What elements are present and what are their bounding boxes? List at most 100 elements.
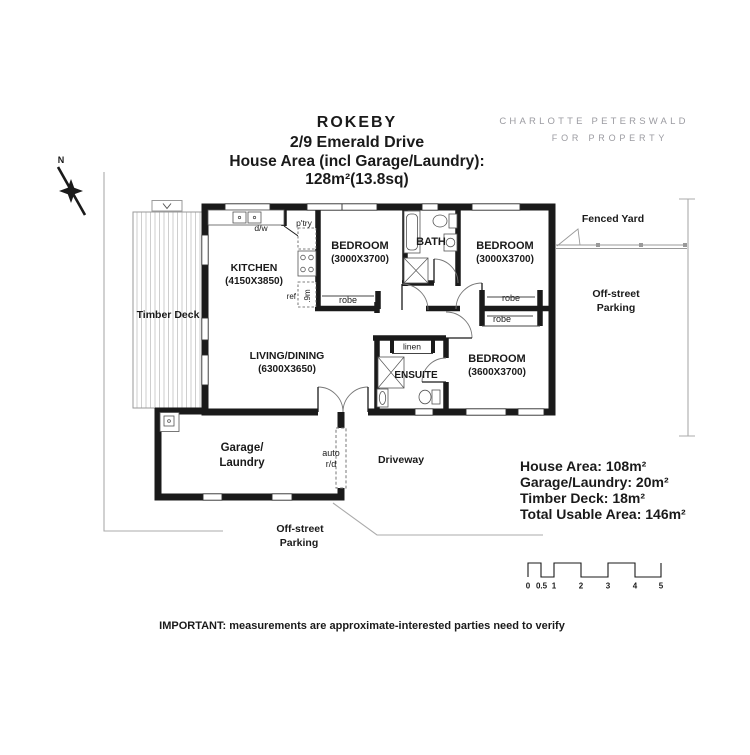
scale-tick-label: 2 [579, 582, 584, 591]
timber-deck-label: Timber Deck [137, 309, 200, 321]
north-label: N [58, 155, 65, 165]
disclaimer-text: IMPORTANT: measurements are approximate-… [159, 620, 566, 632]
step-chevron-icon [162, 203, 172, 210]
driveway-edge-line [332, 502, 543, 536]
bedroom2-label: BEDROOM [476, 240, 533, 252]
window [201, 354, 209, 386]
bench-dashed [297, 227, 317, 250]
gate-icon [556, 228, 581, 247]
scale-tick-label: 0.5 [536, 582, 548, 591]
shower-cross [403, 257, 429, 284]
door-arc [342, 386, 369, 413]
toilet-icon [432, 214, 448, 228]
scale-tick-label: 3 [606, 582, 611, 591]
toilet-icon [418, 389, 432, 405]
scale-tick-label: 4 [633, 582, 638, 591]
door-arc [401, 283, 429, 311]
fixtures [159, 209, 458, 432]
compass-star-icon [59, 179, 83, 203]
summary-timber-deck: Timber Deck: 18m² [520, 490, 645, 506]
fixture-labels: robe robe robe linen d/w p'try ref .9m a… [254, 218, 520, 469]
driveway-label: Driveway [378, 454, 424, 466]
garage-label-line1: Garage/ [221, 442, 265, 454]
roller-door [335, 427, 347, 489]
deck-step [151, 200, 183, 212]
window [414, 408, 434, 416]
offstreet-parking-right-line2: Parking [597, 302, 636, 314]
offstreet-parking-bottom-line2: Parking [280, 537, 319, 549]
burner [308, 266, 314, 273]
stove-icon [297, 250, 317, 277]
door-arcs [317, 258, 483, 413]
page-title: ROKEBY [317, 114, 397, 131]
house-area-label: House Area (incl Garage/Laundry): [229, 153, 484, 170]
scale-ticks: 0 0.5 1 2 3 4 5 [526, 582, 664, 591]
door-arc [445, 311, 473, 339]
door-leaf [317, 259, 483, 412]
auto-door-label-line2: r/d [326, 459, 337, 469]
door-arc [317, 386, 344, 413]
scale-tick-label: 0 [526, 582, 531, 591]
burner [300, 254, 306, 261]
living-dims: (6300X3650) [258, 364, 316, 375]
basin-bowl [378, 391, 387, 405]
window [201, 234, 209, 266]
summary-total-usable: Total Usable Area: 146m² [520, 506, 686, 522]
scale-tick-label: 5 [659, 582, 664, 591]
room-labels: KITCHEN (4150X3850) BEDROOM (3000X3700) … [219, 236, 534, 469]
offstreet-parking-bottom-line1: Off-street [276, 523, 324, 535]
laundry-drain [167, 419, 171, 423]
bedroom2-dims: (3000X3700) [476, 254, 534, 265]
scale-bar-line [527, 562, 662, 578]
sink-drain [237, 215, 242, 220]
ensuite-label: ENSUITE [394, 370, 438, 381]
sink-drain [252, 215, 257, 220]
door-arc [433, 258, 459, 284]
boundary-lines [103, 172, 695, 536]
window [201, 317, 209, 341]
outdoor-labels: Timber Deck Fenced Yard Off-street Parki… [137, 213, 645, 549]
window [202, 493, 223, 501]
title-block: ROKEBY 2/9 Emerald Drive House Area (inc… [229, 114, 484, 188]
bedroom3-dims: (3600X3700) [468, 367, 526, 378]
summary-garage-laundry: Garage/Laundry: 20m² [520, 474, 669, 490]
robe-label: robe [493, 314, 511, 324]
bedroom3-label: BEDROOM [468, 353, 525, 365]
fence-post [683, 243, 687, 247]
brand-name: CHARLOTTE PETERSWALD [499, 116, 688, 127]
brand-tagline: FOR PROPERTY [552, 133, 668, 143]
toilet-cistern [431, 389, 441, 405]
fence-post [596, 243, 600, 247]
fridge-dim-label: .9m [303, 289, 312, 303]
auto-door-label-line1: auto [322, 448, 340, 458]
living-label: LIVING/DINING [250, 350, 325, 362]
door-arc [455, 282, 483, 310]
bath-label: BATH [416, 236, 446, 248]
window [465, 408, 507, 416]
dishwasher-label: d/w [254, 223, 268, 233]
kitchen-dims: (4150X3850) [225, 276, 283, 287]
timber-deck [132, 200, 206, 409]
kitchen-label: KITCHEN [231, 262, 278, 274]
house-area-value: 128m²(13.8sq) [305, 171, 408, 188]
left-boundary-line [103, 172, 223, 532]
summary-house-area: House Area: 108m² [520, 458, 647, 474]
linen-posts [390, 338, 435, 353]
scale-tick-label: 1 [552, 582, 557, 591]
window [421, 203, 439, 211]
fridge-label: ref [287, 292, 297, 301]
scale-bar: 0 0.5 1 2 3 4 5 [526, 562, 664, 591]
toilet-cistern [448, 213, 458, 229]
vanity-basin [445, 237, 456, 248]
brand-logo: CHARLOTTE PETERSWALD FOR PROPERTY [499, 116, 688, 143]
pantry-label: p'try [296, 218, 313, 228]
burner [308, 254, 314, 261]
area-summary: House Area: 108m² Garage/Laundry: 20m² T… [520, 458, 686, 522]
address-line: 2/9 Emerald Drive [290, 134, 424, 151]
fence [556, 228, 687, 249]
garage-label-line2: Laundry [219, 457, 265, 469]
fence-lines [556, 244, 687, 249]
window [471, 203, 521, 211]
bedroom1-dims: (3000X3700) [331, 254, 389, 265]
